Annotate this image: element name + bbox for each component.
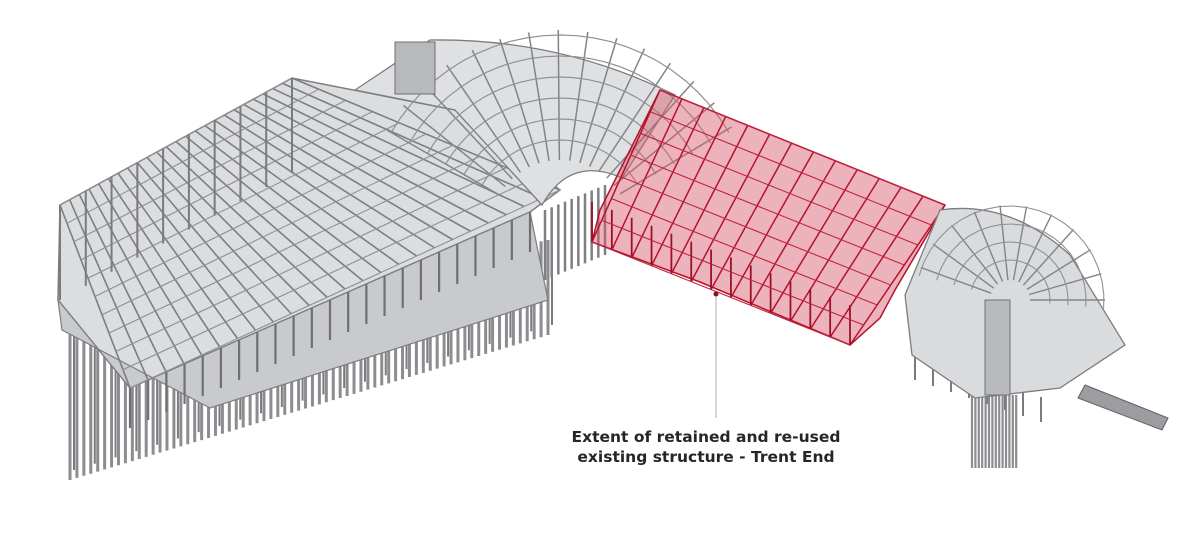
corner-core <box>394 41 436 95</box>
east-wing-roof <box>904 207 1126 399</box>
retained-purlin <box>601 219 864 326</box>
retained-rafter <box>710 142 793 290</box>
corner-rafter <box>527 32 550 161</box>
retained-rafter <box>631 107 705 259</box>
east-wing-frame <box>918 205 1105 309</box>
corner-rafter <box>613 102 715 187</box>
east-core <box>984 299 1011 396</box>
retained-rafter <box>730 151 815 298</box>
east-ring-beam <box>936 223 1087 307</box>
roof-purlin <box>122 178 534 371</box>
retained-purlin <box>650 111 932 226</box>
roof-purlin <box>115 167 507 352</box>
retained-purlin <box>640 132 919 246</box>
corner-ring-beam <box>463 118 657 175</box>
corner-ring-beam <box>481 139 639 186</box>
retained-purlin <box>591 241 851 346</box>
retained-zone-frame <box>591 89 946 346</box>
retained-purlin <box>611 198 878 306</box>
roof-purlin <box>129 189 561 389</box>
annotation-line-1: Extent of retained and re-used <box>571 428 841 446</box>
corner-rafter <box>499 39 540 164</box>
retained-rafter <box>789 178 880 322</box>
roof-purlin <box>108 155 480 334</box>
retained-rafter <box>591 89 661 243</box>
retained-rafter <box>849 204 946 346</box>
retained-rafter <box>750 160 837 306</box>
roof-purlin <box>80 111 373 261</box>
corner-ring-beam <box>426 76 694 154</box>
roof-purlin <box>87 122 400 279</box>
main-stand-structure <box>57 77 562 480</box>
east-ring-beam <box>970 259 1051 304</box>
annotation-label: Extent of retained and re-used existing … <box>556 427 856 467</box>
corner-rafter <box>568 31 589 161</box>
retained-purlin <box>630 154 905 266</box>
retained-rafter <box>809 186 902 330</box>
retained-trent-end-zone <box>591 89 947 346</box>
retained-rafter <box>670 125 749 275</box>
retained-rafter <box>650 116 727 267</box>
roof-purlin <box>66 88 320 224</box>
retained-rafter <box>829 195 924 338</box>
access-bridge <box>1077 384 1169 431</box>
retained-zone-fill <box>591 89 947 346</box>
roof-purlin <box>73 99 346 243</box>
roof-purlin <box>94 133 427 297</box>
corner-rafter <box>471 49 530 168</box>
retained-rafter <box>611 98 683 251</box>
corner-rafter <box>446 64 521 173</box>
east-ring-beam <box>918 205 1105 309</box>
corner-rafter <box>386 129 500 196</box>
corner-rafter <box>579 38 618 164</box>
annotation-leader-dot <box>713 291 719 297</box>
corner-rafter <box>588 48 646 167</box>
corner-rafter <box>423 83 513 180</box>
east-ring-beam <box>953 241 1069 306</box>
annotation-line-2: existing structure - Trent End <box>577 448 835 466</box>
roof-purlin <box>59 77 293 206</box>
corner-rafter <box>403 104 506 188</box>
retained-purlin <box>659 89 946 206</box>
retained-rafter <box>690 133 771 282</box>
corner-ring-beam <box>408 55 712 144</box>
main-stand-frame <box>59 77 561 428</box>
corner-rafter <box>598 62 672 173</box>
corner-ring-beam <box>445 97 675 165</box>
east-wing-structure <box>904 205 1169 468</box>
roof-purlin <box>101 144 454 316</box>
corner-rafter <box>619 126 732 195</box>
retained-purlin <box>620 176 891 286</box>
retained-rafter <box>769 169 858 314</box>
corner-rafter <box>557 30 561 161</box>
